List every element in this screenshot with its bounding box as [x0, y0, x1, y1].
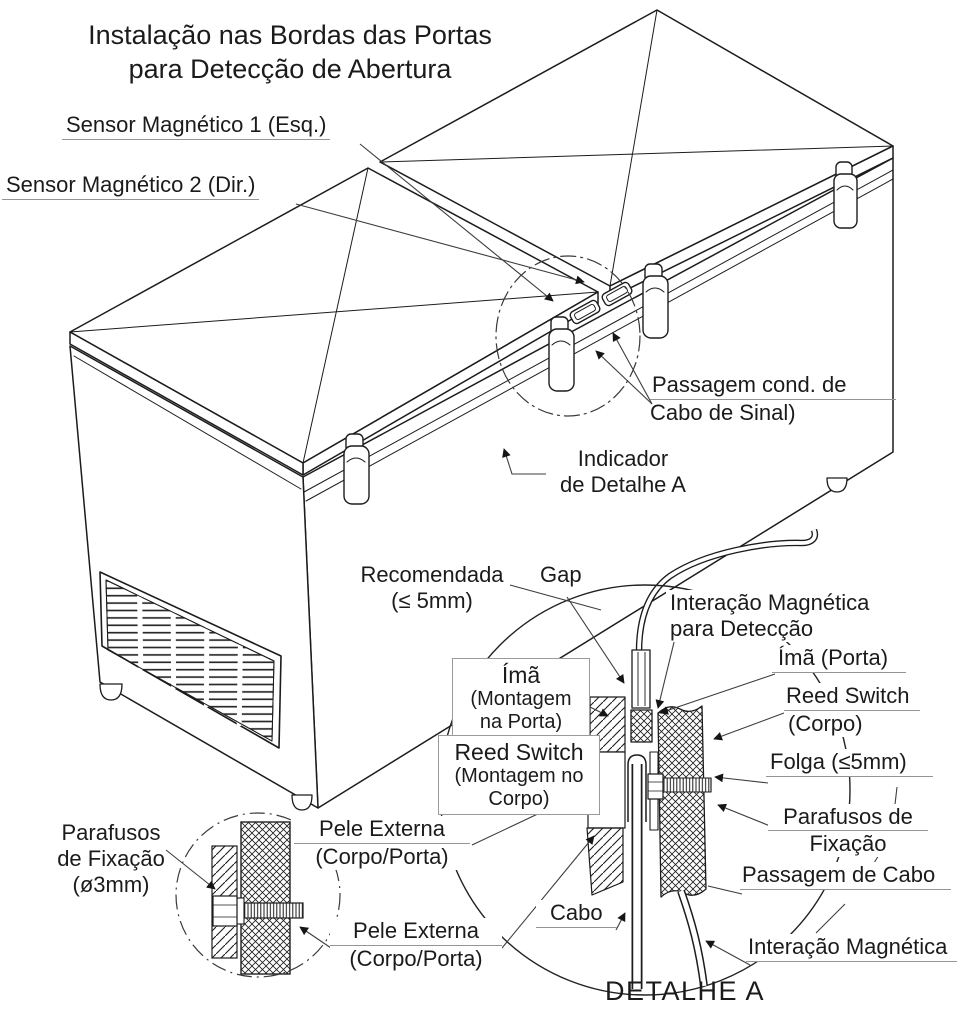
label-sensor-2: Sensor Magnético 2 (Dir.) [2, 172, 260, 200]
body-wall-panel [657, 705, 707, 898]
door-wall-hatch-bottom [586, 827, 624, 896]
screw-detail-view [175, 812, 341, 978]
fixing-screw [647, 773, 712, 800]
detail-a-caption: DETALHE A [604, 976, 766, 1006]
label-recommended-gap: Recomendada (≤ 5mm) [360, 562, 504, 613]
label-magnetic-interaction: Interação Magnética [746, 934, 958, 962]
magnetic-sensor-2 [601, 281, 633, 307]
reed-switch-hairpin [627, 754, 647, 822]
left-lid-x-mark [69, 167, 599, 464]
label-clearance: Folga (≤5mm) [766, 749, 933, 777]
label-reed-switch-body: Reed Switch (Corpo) [784, 683, 920, 737]
page-title: Instalação nas Bordas das Portas para De… [50, 18, 530, 86]
magnet-block [630, 709, 653, 743]
fixing-bolt [212, 895, 304, 927]
detail-a-cross-section [582, 649, 712, 989]
label-outer-skin-1: Pele Externa (Corpo/Porta) [294, 816, 470, 870]
label-magnetic-interaction-detection: Interação Magnética para Detecção [666, 590, 874, 642]
label-magnet-door: Ímã (Porta) [772, 645, 907, 673]
label-gap: Gap [540, 562, 582, 587]
title-line-2: para Detecção de Abertura [128, 54, 452, 84]
lid-latch-tabs [343, 161, 858, 505]
label-cable-passage: Passagem de Cabo [740, 862, 952, 890]
freezer-feet [99, 477, 848, 811]
right-lid-x-mark [379, 9, 894, 287]
vent-grille [99, 571, 282, 749]
label-cable: Cabo [536, 900, 617, 928]
freezer-body [69, 9, 894, 811]
left-lid-side-band [69, 331, 304, 476]
door-wall-hatch-top [589, 696, 626, 753]
label-outer-skin-2: Pele Externa (Corpo/Porta) [330, 918, 502, 972]
callout-reed-switch-mount: Reed Switch (Montagem no Corpo) [438, 735, 600, 815]
label-detail-indicator: Indicador de Detalhe A [560, 446, 686, 497]
label-cable-passage-conduit: Passagem cond. de Cabo de Sinal) [650, 372, 897, 426]
cable-connector-sleeve [631, 649, 651, 709]
label-sensor-1: Sensor Magnético 1 (Esq.) [62, 112, 331, 140]
label-fixing-screws-3mm: Parafusos de Fixação (ø3mm) [57, 820, 165, 897]
callout-magnet-mount: Ímã (Montagem na Porta) [452, 658, 590, 738]
outer-wall-crosshatch [240, 821, 291, 975]
upper-leader-lines [295, 143, 653, 475]
magnetic-sensor-1 [569, 299, 601, 325]
detail-indicator-ellipse [495, 255, 641, 417]
title-line-1: Instalação nas Bordas das Portas [88, 20, 492, 50]
signal-cable [635, 528, 819, 653]
screw-detail-dashdot-circle [175, 812, 341, 978]
label-fixing-screws-right: Parafusos de Fixação [768, 804, 928, 857]
